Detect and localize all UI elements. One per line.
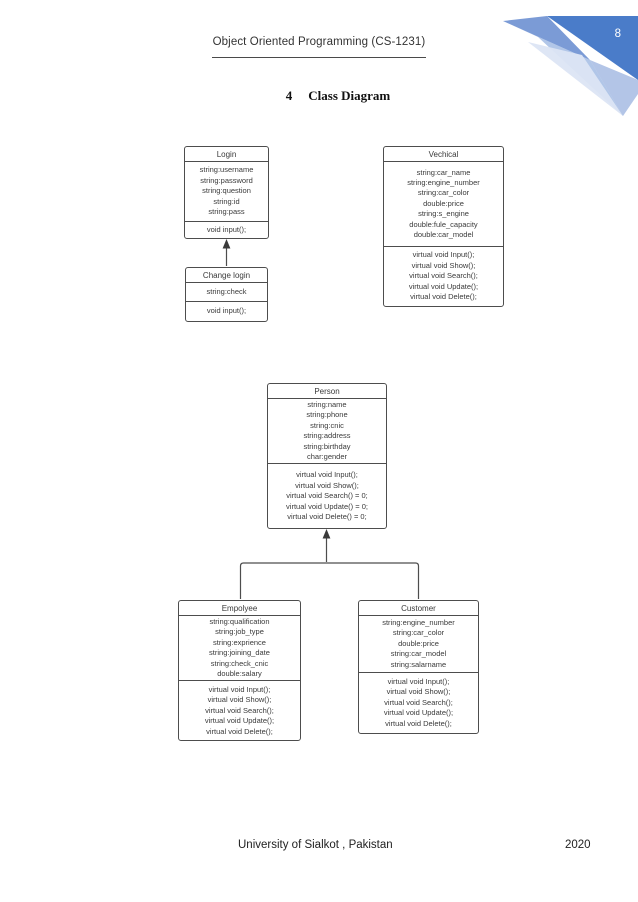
footer-year: 2020 — [565, 839, 591, 851]
section-heading-text: Class Diagram — [308, 88, 391, 103]
class-attributes: string:check — [206, 286, 247, 296]
corner-triangle-decoration — [503, 16, 638, 116]
inheritance-arrow-to-person — [322, 529, 331, 562]
class-methods: void input(); — [185, 221, 268, 238]
page-number: 8 — [614, 28, 621, 40]
class-attributes: string:car_name string:engine_number str… — [407, 167, 480, 240]
class-methods: void input(); — [186, 301, 267, 321]
class-name: Customer — [359, 601, 478, 616]
class-attributes: string:name string:phone string:cnic str… — [303, 400, 351, 462]
association-arrow-changelogin-to-login — [222, 239, 231, 266]
class-attributes: string:username string:password string:q… — [199, 165, 254, 217]
class-box-vechical: Vechical string:car_name string:engine_n… — [383, 146, 504, 307]
class-name: Empolyee — [179, 601, 300, 616]
class-box-login: Login string:username string:password st… — [184, 146, 269, 239]
class-methods: virtual void Input(); virtual void Show(… — [268, 463, 386, 528]
class-name: Person — [268, 384, 386, 399]
class-methods: virtual void Input(); virtual void Show(… — [359, 672, 478, 733]
class-methods: virtual void Input(); virtual void Show(… — [384, 246, 503, 306]
section-number: 4 — [285, 88, 293, 103]
header-underline — [212, 57, 426, 58]
section-heading: 4 Class Diagram — [19, 88, 638, 104]
class-name: Change login — [186, 268, 267, 283]
header-course-title: Object Oriented Programming (CS-1231) — [212, 36, 426, 48]
class-attributes: string:qualification string:job_type str… — [209, 617, 270, 679]
class-name: Login — [185, 147, 268, 162]
class-name: Vechical — [384, 147, 503, 162]
inheritance-tree-connector — [239, 562, 420, 599]
class-box-change-login: Change login string:check void input(); — [185, 267, 268, 322]
class-box-empolyee: Empolyee string:qualification string:job… — [178, 600, 301, 741]
footer-institution: University of Sialkot , Pakistan — [238, 839, 393, 851]
class-box-person: Person string:name string:phone string:c… — [267, 383, 387, 529]
class-methods: virtual void Input(); virtual void Show(… — [179, 680, 300, 740]
class-box-customer: Customer string:engine_number string:car… — [358, 600, 479, 734]
class-attributes: string:engine_number string:car_color do… — [382, 617, 455, 669]
